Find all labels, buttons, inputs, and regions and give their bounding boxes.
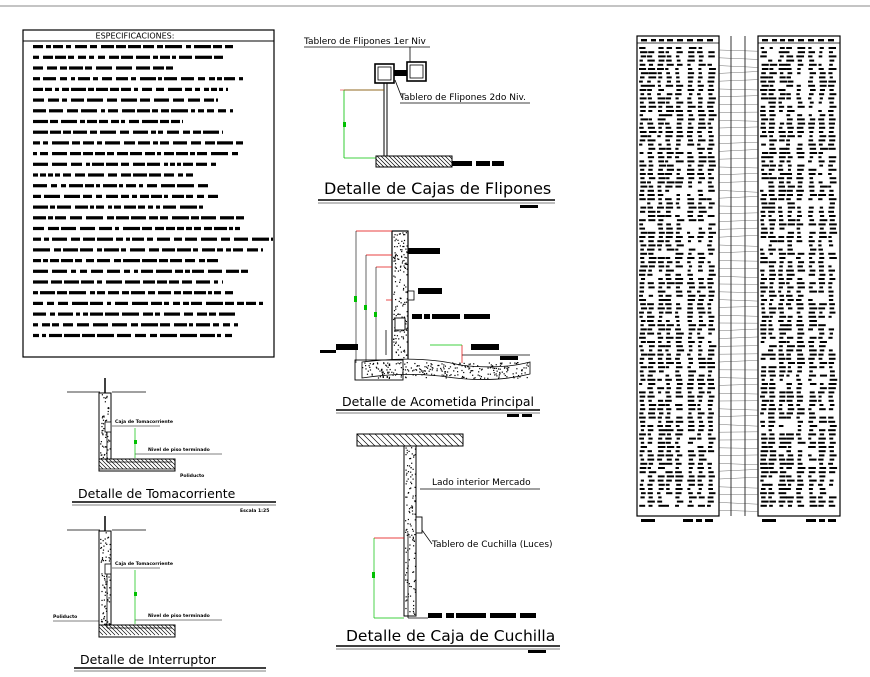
specifications-title: ESPECIFICACIONES: — [96, 32, 175, 41]
ground-texture — [362, 362, 529, 380]
title-detalle-cuchilla: Detalle de Caja de Cuchilla — [346, 627, 555, 645]
label-poliducto-2: Poliducto — [53, 614, 77, 620]
label-poliducto: Poliducto — [180, 473, 204, 479]
specifications-panel: ESPECIFICACIONES: — [22, 29, 275, 358]
label-caja-tomacorriente: Caja de Tomacorriente — [115, 419, 173, 425]
schedule-table-left — [636, 35, 720, 517]
title-detalle-acometida: Detalle de Acometida Principal — [342, 394, 534, 409]
schedule-rows-left — [639, 39, 717, 507]
label-lado-interior: Lado interior Mercado — [432, 478, 531, 488]
column-texture — [405, 447, 417, 615]
detail-flipones: Tablero de Flipones 1er Niv Tablero de F… — [303, 37, 555, 208]
schedule-connectors — [718, 36, 759, 516]
label-nivel-piso: Nivel de piso terminado — [148, 447, 210, 453]
schedule-table-right — [757, 35, 841, 517]
label-nivel-piso-2: Nivel de piso terminado — [148, 613, 210, 619]
panel-schedule — [636, 35, 841, 522]
title-detalle-cajas-flipones: Detalle de Cajas de Flipones — [324, 179, 551, 198]
detail-acometida: Detalle de Acometida Principal — [320, 230, 540, 417]
label-tablero-1er-niv: Tablero de Flipones 1er Niv — [303, 37, 426, 47]
detail-interruptor: Caja de Tomacorriente Nivel de piso term… — [53, 516, 266, 672]
title-detalle-tomacorriente: Detalle de Tomacorriente — [78, 486, 236, 501]
detail-cuchilla: Lado interior Mercado Tablero de Cuchill… — [336, 433, 560, 653]
scale-label: Escala 1:25 — [240, 508, 269, 514]
specifications-text-lines — [33, 45, 273, 338]
label-caja-interruptor: Caja de Tomacorriente — [115, 561, 173, 567]
label-tablero-2do-niv: Tablero de Flipones 2do Niv. — [399, 93, 526, 103]
label-tablero-cuchilla: Tablero de Cuchilla (Luces) — [431, 540, 553, 550]
schedule-rows-right — [760, 39, 838, 507]
title-detalle-interruptor: Detalle de Interruptor — [80, 652, 217, 667]
wall-texture — [393, 232, 409, 359]
detail-tomacorriente: Caja de Tomacorriente Nivel de piso term… — [67, 378, 276, 514]
